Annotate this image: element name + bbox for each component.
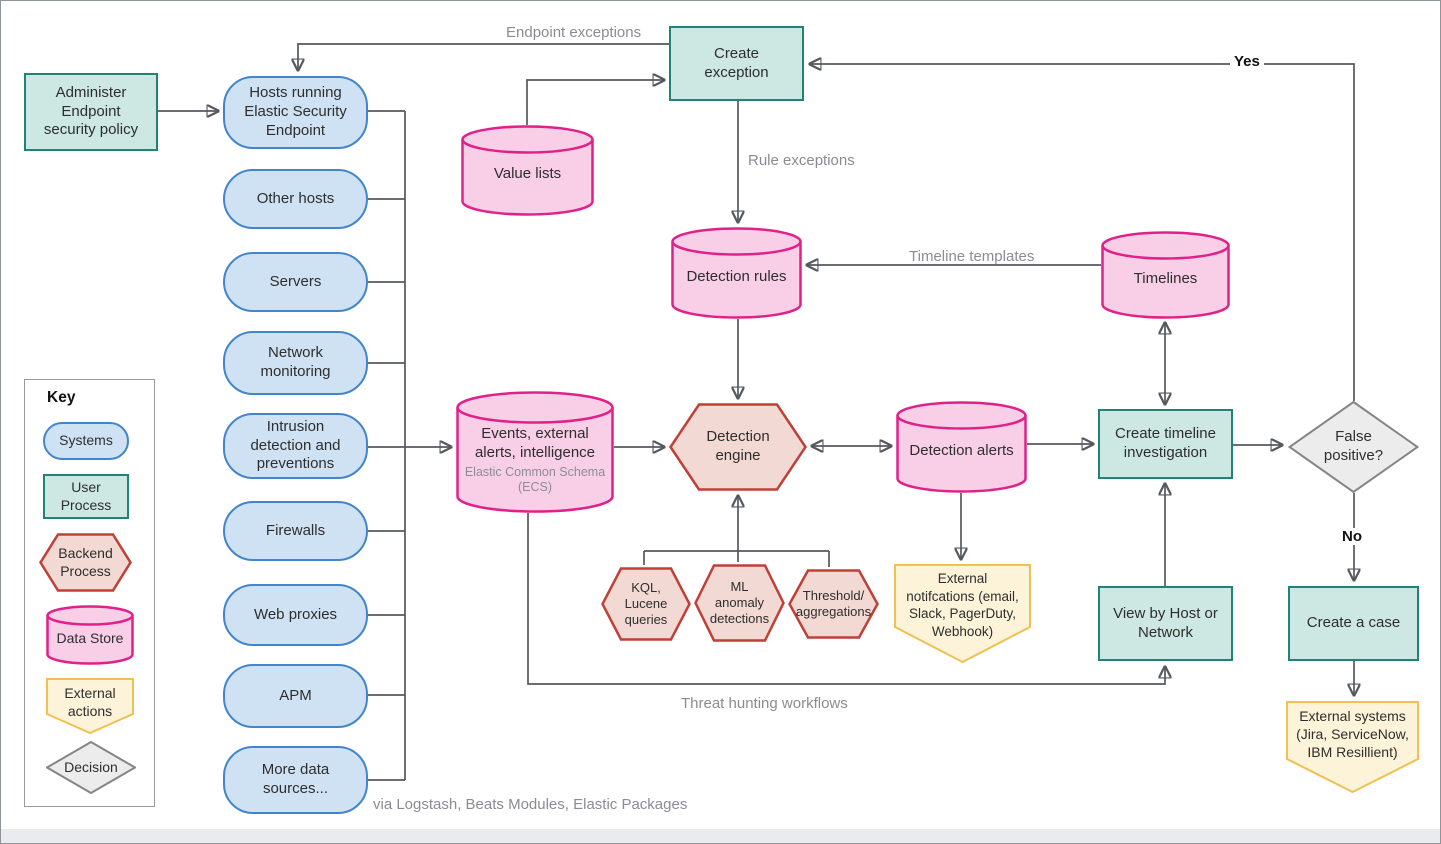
edge-label-threat-hunting: Threat hunting workflows — [681, 695, 848, 712]
node-ml-anomaly-detections: ML anomaly detections — [694, 564, 785, 642]
node-network-monitoring: Network monitoring — [223, 331, 368, 395]
node-timelines: Timelines — [1101, 231, 1230, 319]
key-item-user-process: User Process — [43, 474, 129, 519]
node-detection-alerts-label: Detection alerts — [909, 441, 1014, 459]
node-apm: APM — [223, 664, 368, 728]
pentagon-down-shape — [1286, 701, 1419, 793]
node-administer-endpoint-policy: Administer Endpoint security policy — [24, 73, 158, 151]
edge-label-yes: Yes — [1230, 53, 1264, 70]
node-external-notifications: External notifcations (email, Slack, Pag… — [894, 564, 1031, 663]
node-detection-rules-label: Detection rules — [686, 267, 787, 285]
node-firewalls-label: Firewalls — [265, 521, 326, 539]
key-item-backend-process: Backend Process — [39, 533, 132, 592]
node-create-timeline-investigation: Create timeline investigation — [1098, 409, 1233, 479]
node-external-systems-label: External systems (Jira, ServiceNow, IBM … — [1296, 708, 1409, 761]
hexagon-shape — [669, 403, 807, 491]
key-item-data-store-label: Data Store — [56, 630, 124, 647]
node-intrusion-detection-label: Intrusion detection and preventions — [250, 417, 341, 473]
cylinder-shape — [896, 401, 1027, 493]
node-create-a-case: Create a case — [1288, 586, 1419, 661]
node-false-positive-decision: False positive? — [1288, 401, 1419, 493]
connector-yes — [810, 64, 1355, 401]
node-detection-engine-label: Detection engine — [706, 428, 770, 464]
node-network-monitoring-label: Network monitoring — [260, 344, 331, 380]
node-administer-endpoint-policy-label: Administer Endpoint security policy — [43, 83, 139, 139]
node-create-a-case-label: Create a case — [1306, 614, 1401, 632]
cylinder-shape — [1101, 231, 1230, 319]
node-firewalls: Firewalls — [223, 501, 368, 561]
edge-label-via-logstash: via Logstash, Beats Modules, Elastic Pac… — [373, 796, 688, 813]
edge-label-timeline-templates: Timeline templates — [909, 248, 1035, 265]
node-detection-alerts: Detection alerts — [896, 401, 1027, 493]
diamond-shape — [1288, 401, 1419, 493]
node-kql-lucene-queries: KQL, Lucene queries — [601, 567, 691, 641]
node-hosts-elastic-endpoint: Hosts running Elastic Security Endpoint — [223, 76, 368, 149]
connector-valuelists-to-exception — [526, 80, 664, 125]
node-detection-rules: Detection rules — [671, 227, 802, 319]
node-servers: Servers — [223, 252, 368, 312]
node-value-lists-label: Value lists — [493, 165, 562, 183]
key-item-systems-label: Systems — [59, 432, 113, 449]
cylinder-shape — [461, 125, 594, 216]
node-other-hosts: Other hosts — [223, 169, 368, 229]
node-threshold-aggregations-label: Threshold/ aggregations — [795, 588, 872, 619]
node-create-exception-label: Create exception — [704, 44, 769, 81]
edge-label-endpoint-exceptions: Endpoint exceptions — [506, 24, 642, 41]
cylinder-shape — [671, 227, 802, 319]
node-external-systems: External systems (Jira, ServiceNow, IBM … — [1286, 701, 1419, 793]
pentagon-down-shape — [46, 678, 134, 734]
node-threshold-aggregations: Threshold/ aggregations — [788, 569, 879, 639]
node-events-store: Events, external alerts, intelligence El… — [456, 391, 614, 513]
node-detection-engine: Detection engine — [669, 403, 807, 491]
key-item-backend-process-label: Backend Process — [58, 545, 113, 579]
key-item-decision-label: Decision — [64, 758, 118, 775]
node-events-store-sublabel: Elastic Common Schema (ECS) — [464, 465, 606, 495]
node-view-by-host-or-network: View by Host or Network — [1098, 586, 1233, 661]
key-item-systems: Systems — [43, 422, 129, 460]
pentagon-down-shape — [894, 564, 1031, 663]
node-kql-lucene-queries-label: KQL, Lucene queries — [624, 580, 668, 627]
key-title: Key — [47, 389, 76, 406]
node-create-timeline-investigation-label: Create timeline investigation — [1115, 425, 1216, 461]
key-item-external-actions: External actions — [46, 678, 134, 734]
cylinder-shape — [46, 605, 134, 665]
edge-label-no: No — [1338, 528, 1366, 545]
hexagon-shape — [601, 567, 691, 641]
diamond-shape — [46, 741, 136, 794]
node-intrusion-detection: Intrusion detection and preventions — [223, 413, 368, 479]
node-more-data-sources-label: More data sources... — [261, 761, 330, 797]
edge-label-rule-exceptions: Rule exceptions — [748, 152, 855, 169]
hexagon-shape — [694, 564, 785, 642]
node-external-notifications-label: External notifcations (email, Slack, Pag… — [906, 571, 1019, 639]
node-hosts-elastic-endpoint-label: Hosts running Elastic Security Endpoint — [244, 84, 347, 139]
window-bottom-edge — [1, 829, 1440, 843]
hexagon-shape — [39, 533, 132, 592]
node-web-proxies: Web proxies — [223, 584, 368, 646]
key-item-decision: Decision — [46, 741, 136, 794]
cylinder-shape — [456, 391, 614, 513]
connector-endpoint-exceptions — [298, 43, 669, 70]
node-value-lists: Value lists — [461, 125, 594, 216]
key-item-external-actions-label: External actions — [64, 685, 116, 720]
node-events-store-text: Events, external alerts, intelligence El… — [465, 409, 605, 496]
node-create-exception: Create exception — [669, 26, 804, 101]
node-ml-anomaly-detections-label: ML anomaly detections — [709, 579, 770, 626]
node-servers-label: Servers — [269, 272, 322, 290]
key-item-data-store: Data Store — [46, 605, 134, 665]
node-events-store-label: Events, external alerts, intelligence — [474, 424, 596, 461]
node-web-proxies-label: Web proxies — [253, 605, 338, 623]
node-timelines-label: Timelines — [1133, 269, 1198, 287]
connector-threat-hunting — [527, 513, 1165, 685]
node-false-positive-label: False positive? — [1323, 428, 1384, 464]
node-other-hosts-label: Other hosts — [256, 189, 335, 207]
key-item-user-process-label: User Process — [60, 479, 112, 513]
node-more-data-sources: More data sources... — [223, 746, 368, 814]
node-view-by-host-or-network-label: View by Host or Network — [1113, 604, 1218, 641]
node-apm-label: APM — [279, 686, 312, 704]
hexagon-shape — [788, 569, 879, 639]
